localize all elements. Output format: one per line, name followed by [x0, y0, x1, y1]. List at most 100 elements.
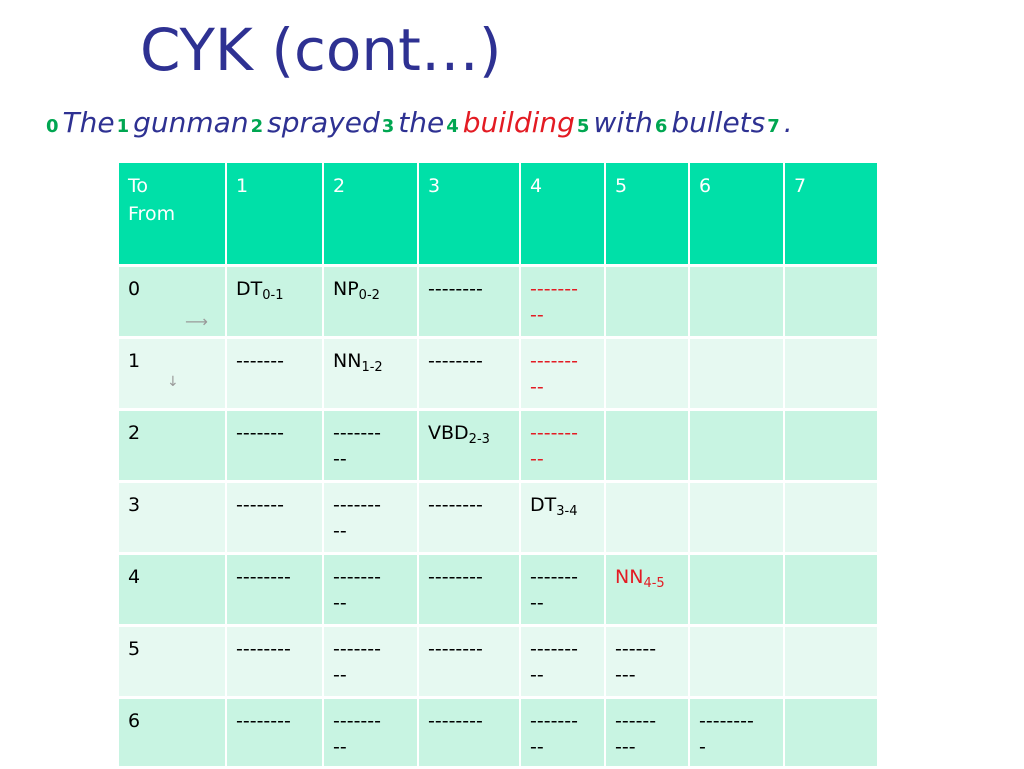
chart-cell: -------: [227, 411, 324, 483]
cell-span-subscript: 2-3: [468, 432, 490, 447]
row-from-label: 1: [128, 350, 141, 372]
chart-cell: --------: [419, 267, 521, 339]
cell-text: ------- --: [333, 494, 381, 542]
header-row: To From 1 2 3 4 5 6 7: [119, 163, 879, 267]
chart-cell: --------: [419, 483, 521, 555]
chart-cell: ------ ---: [606, 627, 690, 699]
table-row: 0 ⟶ DT0-1 NP0-2--------------- --: [119, 267, 879, 339]
table-row: 6 -------- ------- -- -------- ------- -- ---…: [119, 699, 879, 769]
chart-cell: -------: [227, 483, 324, 555]
sentence-word: bullets: [671, 106, 766, 139]
row-from-cell: 5: [119, 627, 227, 699]
cell-symbol: VBD: [428, 422, 469, 444]
word-index: 7: [767, 116, 780, 137]
cell-symbol: --------: [428, 710, 483, 732]
cell-symbol: -------: [236, 494, 284, 516]
row-from-cell: 4: [119, 555, 227, 627]
word-index: 0: [46, 116, 59, 137]
chart-cell: --------: [419, 699, 521, 769]
chart-cell: NN1-2: [324, 339, 419, 411]
chart-cell: [690, 411, 785, 483]
table-row: 4--------------- ----------------- --NN4…: [119, 555, 879, 627]
cell-symbol: --------: [236, 710, 291, 732]
cell-text: ------- --: [530, 350, 578, 398]
column-header: 5: [606, 163, 690, 267]
chart-cell: [606, 411, 690, 483]
corner-header-cell: To From: [119, 163, 227, 267]
cell-text: ------- --: [333, 566, 381, 614]
chart-cell: ------- --: [521, 411, 606, 483]
row-from-cell: 3: [119, 483, 227, 555]
table-row: 3 ------- ------- -- -------- DT3-4: [119, 483, 879, 555]
cell-symbol: DT: [530, 494, 557, 516]
chart-cell: -------- -: [690, 699, 785, 769]
cell-symbol: --------: [428, 494, 483, 516]
chart-cell: --------: [227, 627, 324, 699]
cell-text: ------- --: [333, 422, 381, 470]
row-from-label: 0: [128, 278, 141, 300]
table-row: 1↓-------NN1-2--------------- --: [119, 339, 879, 411]
cell-text: ------ ---: [615, 710, 657, 758]
chart-cell: VBD2-3: [419, 411, 521, 483]
chart-cell: ------- --: [324, 555, 419, 627]
column-header: 2: [324, 163, 419, 267]
corner-to-label: To: [128, 175, 149, 197]
word-index: 1: [116, 116, 130, 137]
chart-cell: [606, 267, 690, 339]
chart-cell: [785, 339, 879, 411]
cell-text: ------ ---: [615, 638, 657, 686]
cell-symbol: DT: [236, 278, 263, 300]
sentence-word: gunman: [133, 106, 249, 139]
cell-text: ------- --: [333, 710, 381, 758]
chart-cell: ------- --: [521, 267, 606, 339]
cell-symbol: --------: [428, 350, 483, 372]
table-row: 5--------------- ----------------- -----…: [119, 627, 879, 699]
cell-span-subscript: 3-4: [556, 504, 578, 519]
cell-text: ------- --: [530, 710, 578, 758]
word-index: 2: [250, 116, 264, 137]
cell-text: ------- --: [530, 278, 578, 326]
corner-from-label: From: [128, 203, 176, 225]
row-from-label: 6: [128, 710, 141, 732]
sentence-word: .: [783, 106, 793, 139]
row-from-label: 3: [128, 494, 141, 516]
chart-cell: [690, 555, 785, 627]
word-index: 4: [446, 116, 459, 137]
cell-text: ------- --: [333, 638, 381, 686]
cell-text: -------- -: [699, 710, 754, 758]
chart-cell: ------- --: [324, 699, 419, 769]
chart-cell: [785, 411, 879, 483]
right-arrow-icon: ⟶: [185, 312, 208, 331]
row-from-cell: 2: [119, 411, 227, 483]
chart-cell: NN4-5: [606, 555, 690, 627]
cell-symbol: -------: [236, 350, 284, 372]
cell-symbol: NN: [615, 566, 644, 588]
chart-cell: [785, 627, 879, 699]
word-index: 3: [381, 116, 395, 137]
cell-span-subscript: 0-1: [262, 288, 284, 303]
chart-cell: [785, 267, 879, 339]
sentence-word: with: [593, 106, 653, 139]
cell-symbol: --------: [428, 566, 483, 588]
row-from-label: 5: [128, 638, 141, 660]
chart-cell: [785, 699, 879, 769]
cell-symbol: NN: [333, 350, 362, 372]
column-header: 4: [521, 163, 606, 267]
chart-cell: --------: [227, 699, 324, 769]
chart-cell: ------- --: [324, 411, 419, 483]
column-header: 3: [419, 163, 521, 267]
cell-symbol: --------: [428, 638, 483, 660]
word-index: 5: [576, 116, 590, 137]
chart-cell: --------: [419, 339, 521, 411]
chart-cell: DT3-4: [521, 483, 606, 555]
chart-cell: NP0-2: [324, 267, 419, 339]
row-from-label: 2: [128, 422, 141, 444]
column-header: 1: [227, 163, 324, 267]
cell-text: ------- --: [530, 566, 578, 614]
word-index: 6: [654, 116, 668, 137]
chart-cell: [785, 483, 879, 555]
sentence-word: sprayed: [267, 106, 380, 139]
cell-span-subscript: 0-2: [358, 288, 380, 303]
